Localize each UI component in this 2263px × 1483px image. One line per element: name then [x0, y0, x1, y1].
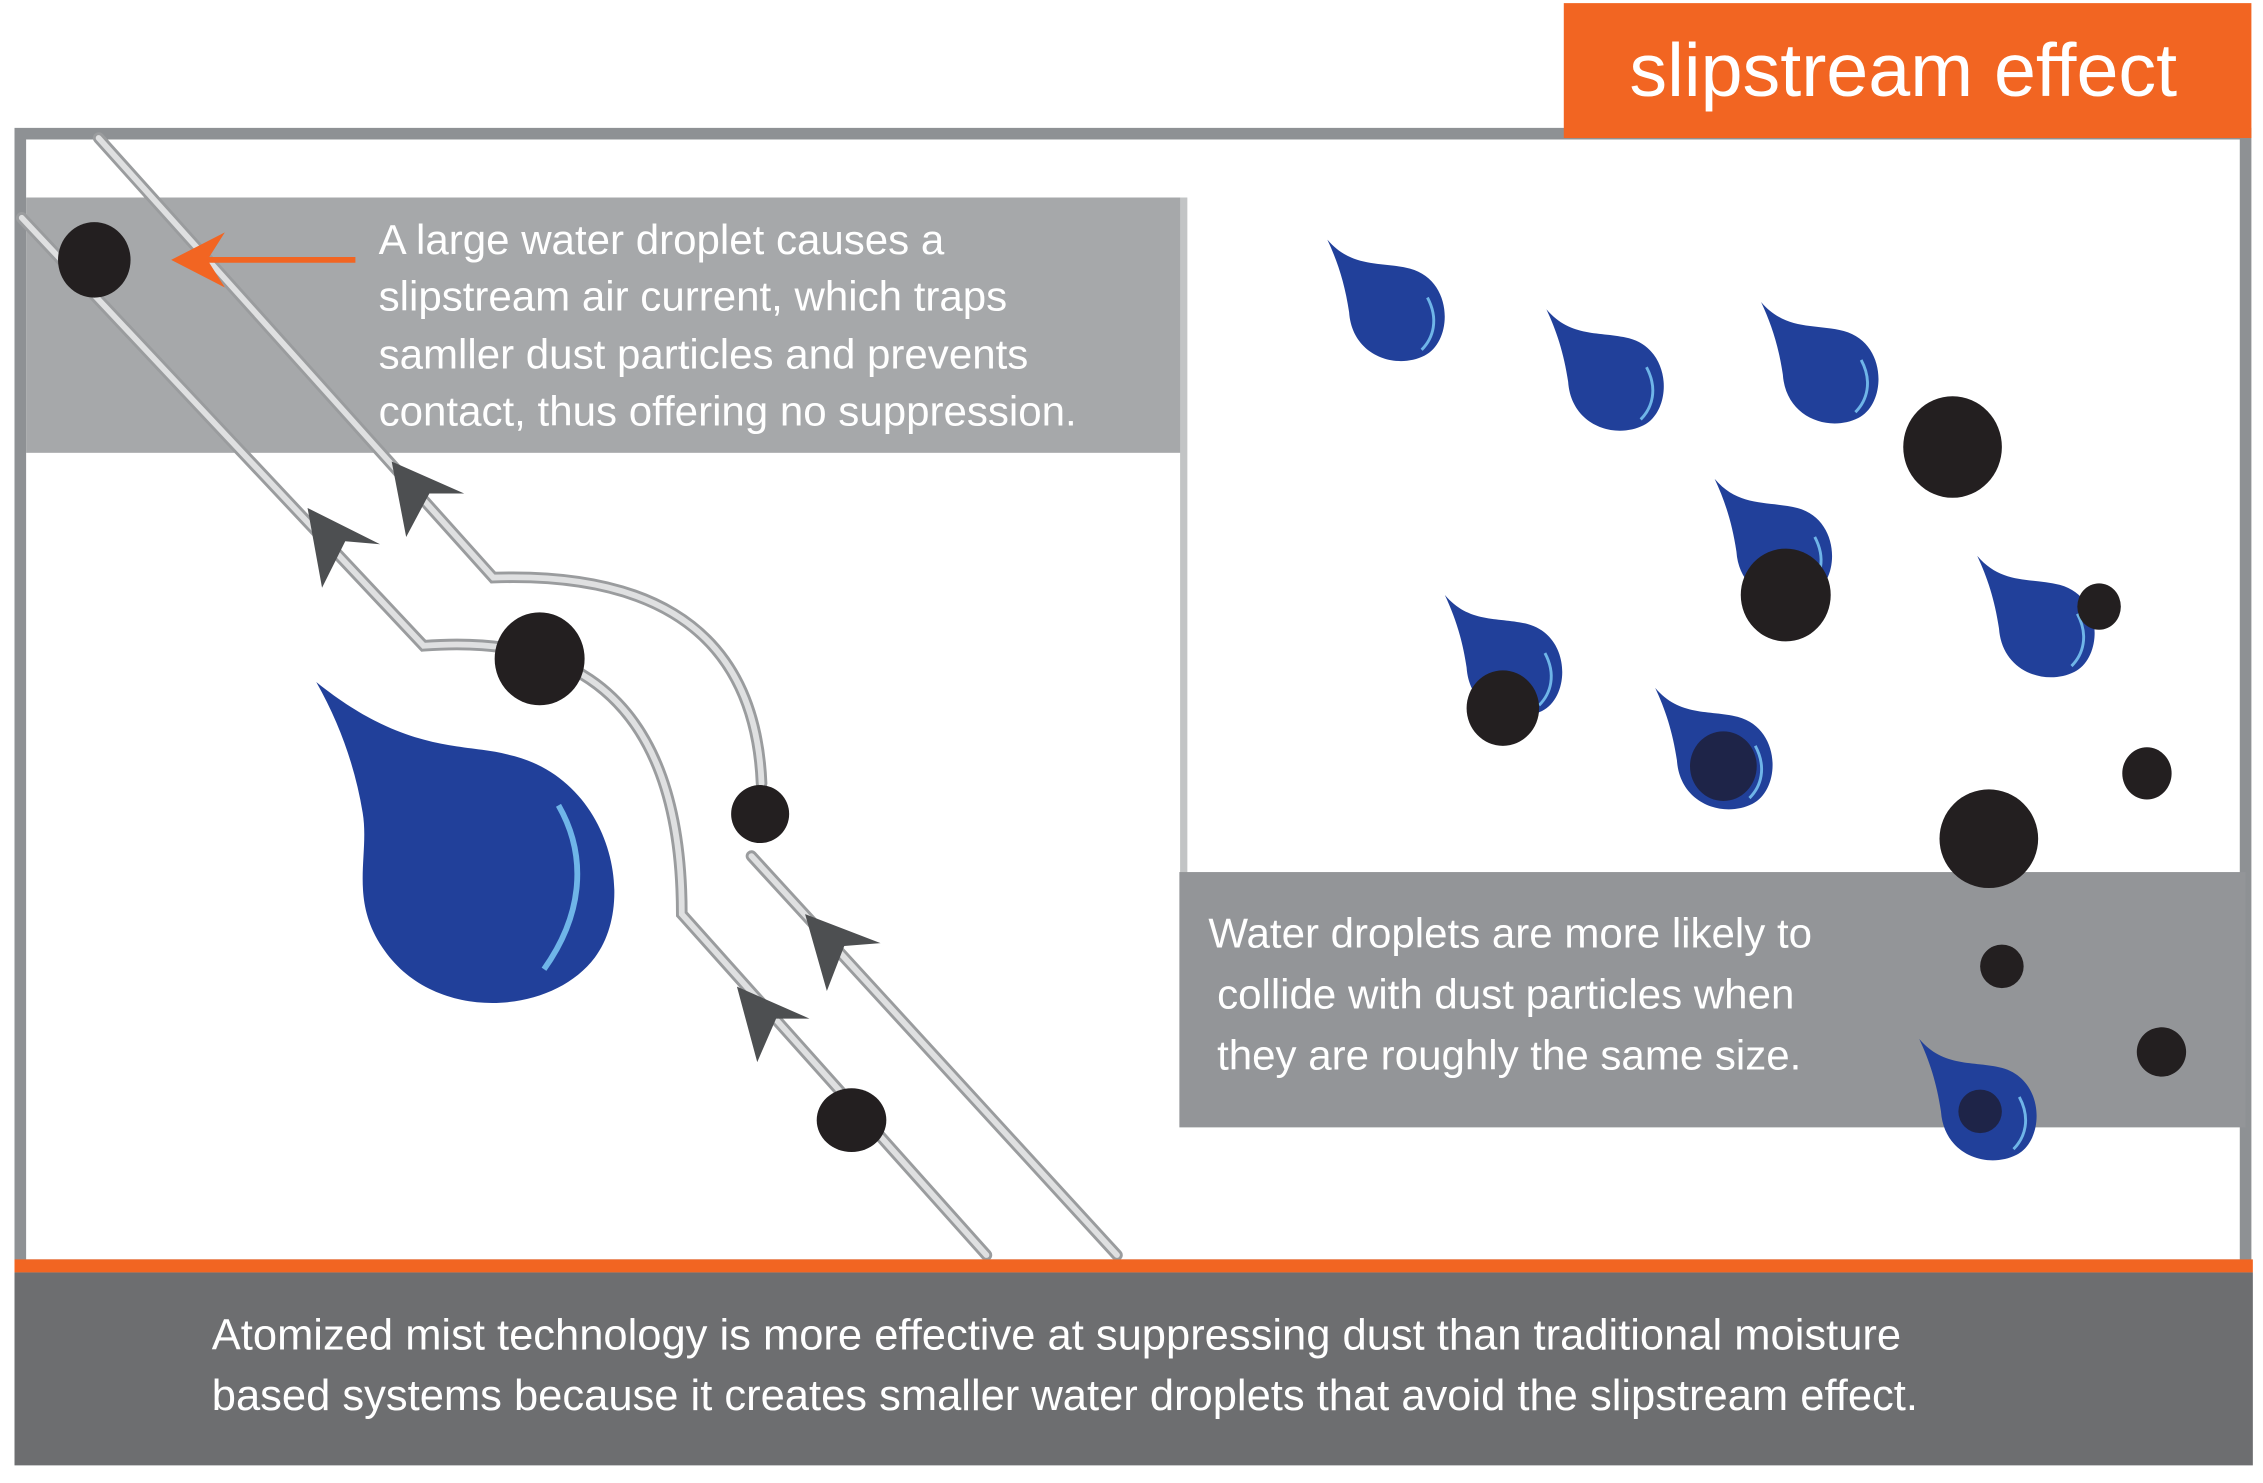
- callout-line: contact, thus offering no suppression.: [379, 387, 1077, 434]
- dust-particle-icon: [1466, 670, 1540, 746]
- callout-line: they are roughly the same size.: [1217, 1031, 1801, 1078]
- callout-line: slipstream air current, which traps: [379, 273, 1008, 320]
- large-water-droplet-icon: [316, 682, 615, 1003]
- callout-line: collide with dust particles when: [1217, 970, 1794, 1017]
- dust-particle-icon: [1980, 944, 2024, 989]
- callout-line: A large water droplet causes a: [379, 216, 945, 263]
- dust-particle-icon: [494, 612, 585, 706]
- dust-particle-icon: [731, 785, 790, 844]
- flow-arrow-icon: [736, 986, 810, 1063]
- orange-pointer-arrow-icon: [171, 232, 356, 288]
- dust-particle-icon: [816, 1088, 887, 1153]
- dust-particle-icon: [2136, 1027, 2187, 1077]
- footer-line: Atomized mist technology is more effecti…: [212, 1311, 1901, 1359]
- dust-particle-icon: [1939, 789, 2039, 889]
- callout-line: Water droplets are more likely to: [1208, 909, 1812, 956]
- callout-line: samller dust particles and prevents: [379, 331, 1029, 378]
- title-box: [1563, 3, 2252, 139]
- flow-arrow-icon: [307, 507, 381, 588]
- right-callout-box: [1179, 872, 2246, 1128]
- dust-particle-icon: [1903, 396, 2002, 498]
- flow-arrow-icon: [391, 461, 465, 537]
- footer-line: based systems because it creates smaller…: [212, 1372, 1918, 1420]
- dust-particle-icon: [2122, 747, 2172, 800]
- top-callout-text: A large water droplet causes a slipstrea…: [379, 216, 1077, 434]
- dust-particle-icon: [2077, 583, 2121, 630]
- flow-arrow-icon: [805, 914, 881, 992]
- flow-arrow-icons: [307, 461, 881, 1063]
- footer-box: [14, 1272, 2253, 1466]
- dust-particle-icon: [1740, 548, 1831, 642]
- dust-particle-icon: [1689, 731, 1757, 801]
- dust-particles: [58, 222, 2187, 1153]
- dust-particle-icon: [1958, 1089, 2002, 1134]
- footer-accent-bar: [14, 1259, 2253, 1273]
- title: slipstream effect: [1629, 28, 2177, 112]
- right-callout-text: Water droplets are more likely to collid…: [1208, 909, 1812, 1078]
- dust-particle-icon: [58, 222, 131, 298]
